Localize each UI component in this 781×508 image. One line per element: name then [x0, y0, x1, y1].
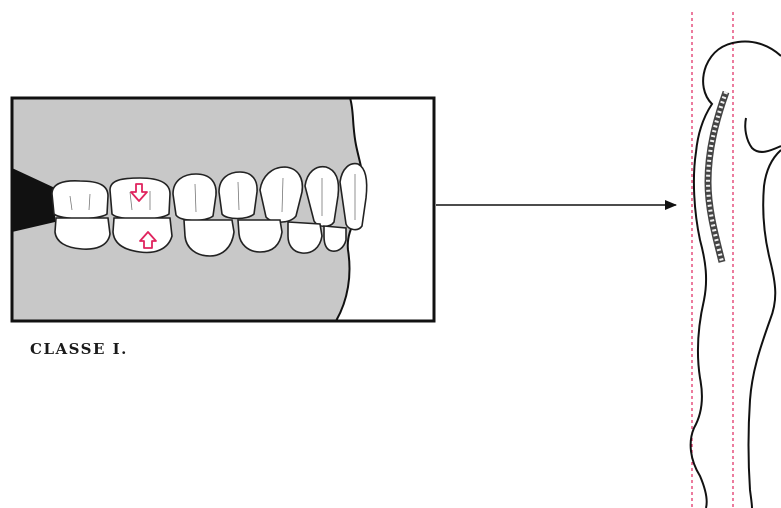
- diagram-caption: CLASSE I.: [30, 340, 128, 358]
- lower-canine: [288, 222, 322, 253]
- posture-figure: [691, 12, 781, 508]
- spine-illustration: [708, 92, 726, 262]
- lower-molar-2: [113, 218, 172, 252]
- lower-incisor: [324, 226, 346, 251]
- body-silhouette-outline: [691, 42, 781, 508]
- dental-occlusion-illustration: [12, 98, 434, 321]
- upper-canine: [260, 167, 302, 222]
- neck-front-outline: [745, 118, 781, 152]
- upper-molar-1: [52, 181, 108, 219]
- upper-premolar-1: [173, 174, 216, 220]
- upper-premolar-2: [219, 172, 257, 219]
- body-front-outline: [749, 150, 781, 508]
- lower-molar-1: [55, 218, 110, 249]
